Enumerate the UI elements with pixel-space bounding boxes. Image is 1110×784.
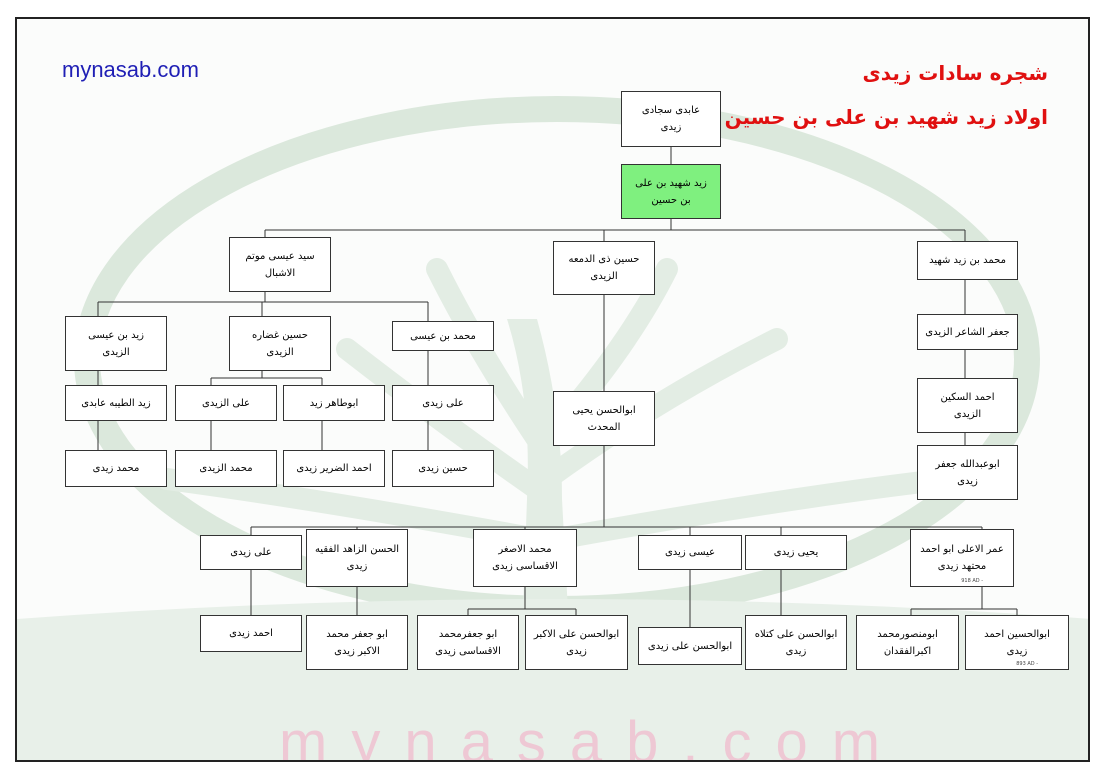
node-line: ابوالحسن علی الاکبر bbox=[533, 628, 620, 640]
node-line: زیدی bbox=[785, 645, 807, 657]
node-line: زید بن عیسی bbox=[88, 329, 144, 341]
node-abu-abdullah-jafar: ابوعبدالله جعفر زیدی bbox=[917, 445, 1018, 500]
node-hasan-zahid: الحسن الزاهد الفقیه زیدی bbox=[306, 529, 408, 587]
node-date-note: 918 AD - bbox=[961, 578, 983, 584]
node-abulhussain-ahmad: ابوالحسین احمد زیدی 893 AD - bbox=[965, 615, 1069, 670]
node-line: محمد بن عیسی bbox=[410, 330, 476, 342]
node-muhammad-asghar: محمد الاصغر الاقساسی زیدی bbox=[473, 529, 577, 587]
node-umar-ala: عمر الاعلی ابو احمد محتهد زیدی 918 AD - bbox=[910, 529, 1014, 587]
node-line: الاکبر زیدی bbox=[334, 645, 380, 657]
node-abedi-sajjadi: عابدی سجادی زیدی bbox=[621, 91, 721, 147]
node-hussain-dhi-damaa: حسین ذی الدمعه الزیدی bbox=[553, 241, 655, 295]
watermark-text: mynasab.com bbox=[279, 710, 905, 762]
node-jafar-shair: جعفر الشاعر الزیدی bbox=[917, 314, 1018, 350]
node-line: الاقساسی زیدی bbox=[492, 561, 558, 572]
tree-connectors bbox=[97, 147, 1018, 627]
node-abu-tahir-zaid: ابوطاهر زید bbox=[283, 385, 385, 421]
node-zaid-bin-isa: زید بن عیسی الزیدی bbox=[65, 316, 167, 371]
node-ahmad-darir: احمد الضریر زیدی bbox=[283, 450, 385, 487]
node-ali-zaidi-c: علی زیدی bbox=[200, 535, 302, 570]
node-abulhasan-kutla: ابوالحسن علی کتلاه زیدی bbox=[745, 615, 847, 670]
node-ali-zaidi-b: علی زیدی bbox=[392, 385, 494, 421]
node-line: بن حسین bbox=[651, 194, 691, 206]
node-abu-jafar-aqsasi: ابو جعفرمحمد الاقساسی زیدی bbox=[417, 615, 519, 670]
node-line: ابوالحسن علی کتلاه bbox=[754, 628, 838, 640]
node-line: عیسی زیدی bbox=[664, 547, 716, 558]
node-line: زید شهید بن علی bbox=[635, 177, 707, 189]
node-line: احمد الضریر زیدی bbox=[296, 463, 372, 474]
node-line: زیدی bbox=[346, 561, 368, 572]
node-date-note: 893 AD - bbox=[1016, 661, 1038, 667]
node-ahmad-zaidi: احمد زیدی bbox=[200, 615, 302, 652]
node-line: المحدث bbox=[587, 421, 621, 433]
node-muhammad-zaidi-b: محمد الزیدی bbox=[175, 450, 277, 487]
node-line: علی زیدی bbox=[230, 547, 272, 558]
node-line: سید عیسی موتم bbox=[245, 250, 315, 262]
node-line: علی زیدی bbox=[422, 397, 464, 409]
node-line: ابوطاهر زید bbox=[309, 397, 359, 409]
node-line: احمد زیدی bbox=[229, 628, 273, 639]
node-line: جعفر الشاعر الزیدی bbox=[925, 326, 1010, 338]
node-abu-jafar-akbar: ابو جعفر محمد الاکبر زیدی bbox=[306, 615, 408, 670]
node-line: زیدی bbox=[660, 122, 682, 133]
node-abulhasan-akbar: ابوالحسن علی الاکبر زیدی bbox=[525, 615, 628, 670]
node-muhammad-bin-isa: محمد بن عیسی bbox=[392, 321, 494, 351]
node-line: محمد بن زید شهید bbox=[929, 255, 1006, 266]
node-line: الاشبال bbox=[264, 267, 296, 279]
node-line: ابوالحسن علی زیدی bbox=[647, 640, 733, 652]
node-abulhasan-yahya: ابوالحسن یحیی المحدث bbox=[553, 391, 655, 446]
node-abu-mansur: ابومنصورمحمد اکبرالفقدان bbox=[856, 615, 959, 670]
node-line: ابوعبدالله جعفر bbox=[935, 458, 1000, 470]
node-ahmad-sukayn: احمد السکین الزیدی bbox=[917, 378, 1018, 433]
node-line: اکبرالفقدان bbox=[883, 645, 932, 657]
node-isa-mutam: سید عیسی موتم الاشبال bbox=[229, 237, 331, 292]
node-hussain-ghazara: حسین غضاره الزیدی bbox=[229, 316, 331, 371]
node-line: زیدی bbox=[957, 475, 978, 487]
node-abulhasan-ali: ابوالحسن علی زیدی bbox=[638, 627, 742, 665]
node-line: حسین زیدی bbox=[418, 463, 468, 474]
node-line: ابوالحسن یحیی bbox=[572, 404, 636, 416]
node-line: الزیدی bbox=[266, 346, 294, 358]
page-subtitle: اولاد زید شهید بن علی بن حسین bbox=[724, 105, 1048, 129]
node-line: علی الزیدی bbox=[202, 397, 250, 409]
node-line: الحسن الزاهد الفقیه bbox=[314, 544, 400, 555]
node-line: ابو جعفر محمد bbox=[326, 628, 388, 640]
node-line: محمد الزیدی bbox=[199, 463, 253, 474]
node-line: ابوالحسین احمد bbox=[984, 628, 1050, 640]
site-brand: mynasab.com bbox=[62, 57, 199, 82]
node-line: حسین ذی الدمعه bbox=[568, 254, 640, 265]
node-line: محمد الاصغر bbox=[498, 544, 552, 555]
node-line: عابدی سجادی bbox=[641, 105, 701, 116]
node-muhammad-zaidi-a: محمد زیدی bbox=[65, 450, 167, 487]
node-line: زیدی bbox=[566, 645, 587, 657]
node-line: زیدی bbox=[1006, 645, 1028, 657]
node-zaid-tayyiba: زید الطیبه عابدی bbox=[65, 385, 167, 421]
node-line: یحیی زیدی bbox=[773, 547, 819, 558]
node-line: عمر الاعلی ابو احمد bbox=[920, 544, 1004, 555]
node-isa-zaidi: عیسی زیدی bbox=[638, 535, 742, 570]
page-title: شجره سادات زیدی bbox=[862, 61, 1048, 85]
node-zaid-shahid: زید شهید بن علی بن حسین bbox=[621, 164, 721, 219]
node-ali-zaidi-a: علی الزیدی bbox=[175, 385, 277, 421]
node-muhammad-bin-zaid: محمد بن زید شهید bbox=[917, 241, 1018, 280]
node-line: الزیدی bbox=[102, 346, 130, 358]
node-line: حسین غضاره bbox=[252, 329, 308, 341]
node-line: الزیدی bbox=[953, 408, 982, 420]
node-line: ابومنصورمحمد bbox=[877, 628, 938, 640]
node-line: الزیدی bbox=[590, 271, 618, 282]
node-line: ابو جعفرمحمد bbox=[438, 628, 498, 640]
node-line: محتهد زیدی bbox=[937, 561, 987, 572]
node-line: الاقساسی زیدی bbox=[435, 645, 501, 657]
node-line: زید الطیبه عابدی bbox=[81, 397, 151, 409]
node-line: احمد السکین bbox=[940, 391, 995, 403]
node-line: محمد زیدی bbox=[92, 463, 140, 474]
canvas-frame: mynasab.com شجره سادات زیدی اولاد زید شه… bbox=[15, 17, 1090, 762]
node-yahya-zaidi: یحیی زیدی bbox=[745, 535, 847, 570]
node-hussain-zaidi: حسین زیدی bbox=[392, 450, 494, 487]
